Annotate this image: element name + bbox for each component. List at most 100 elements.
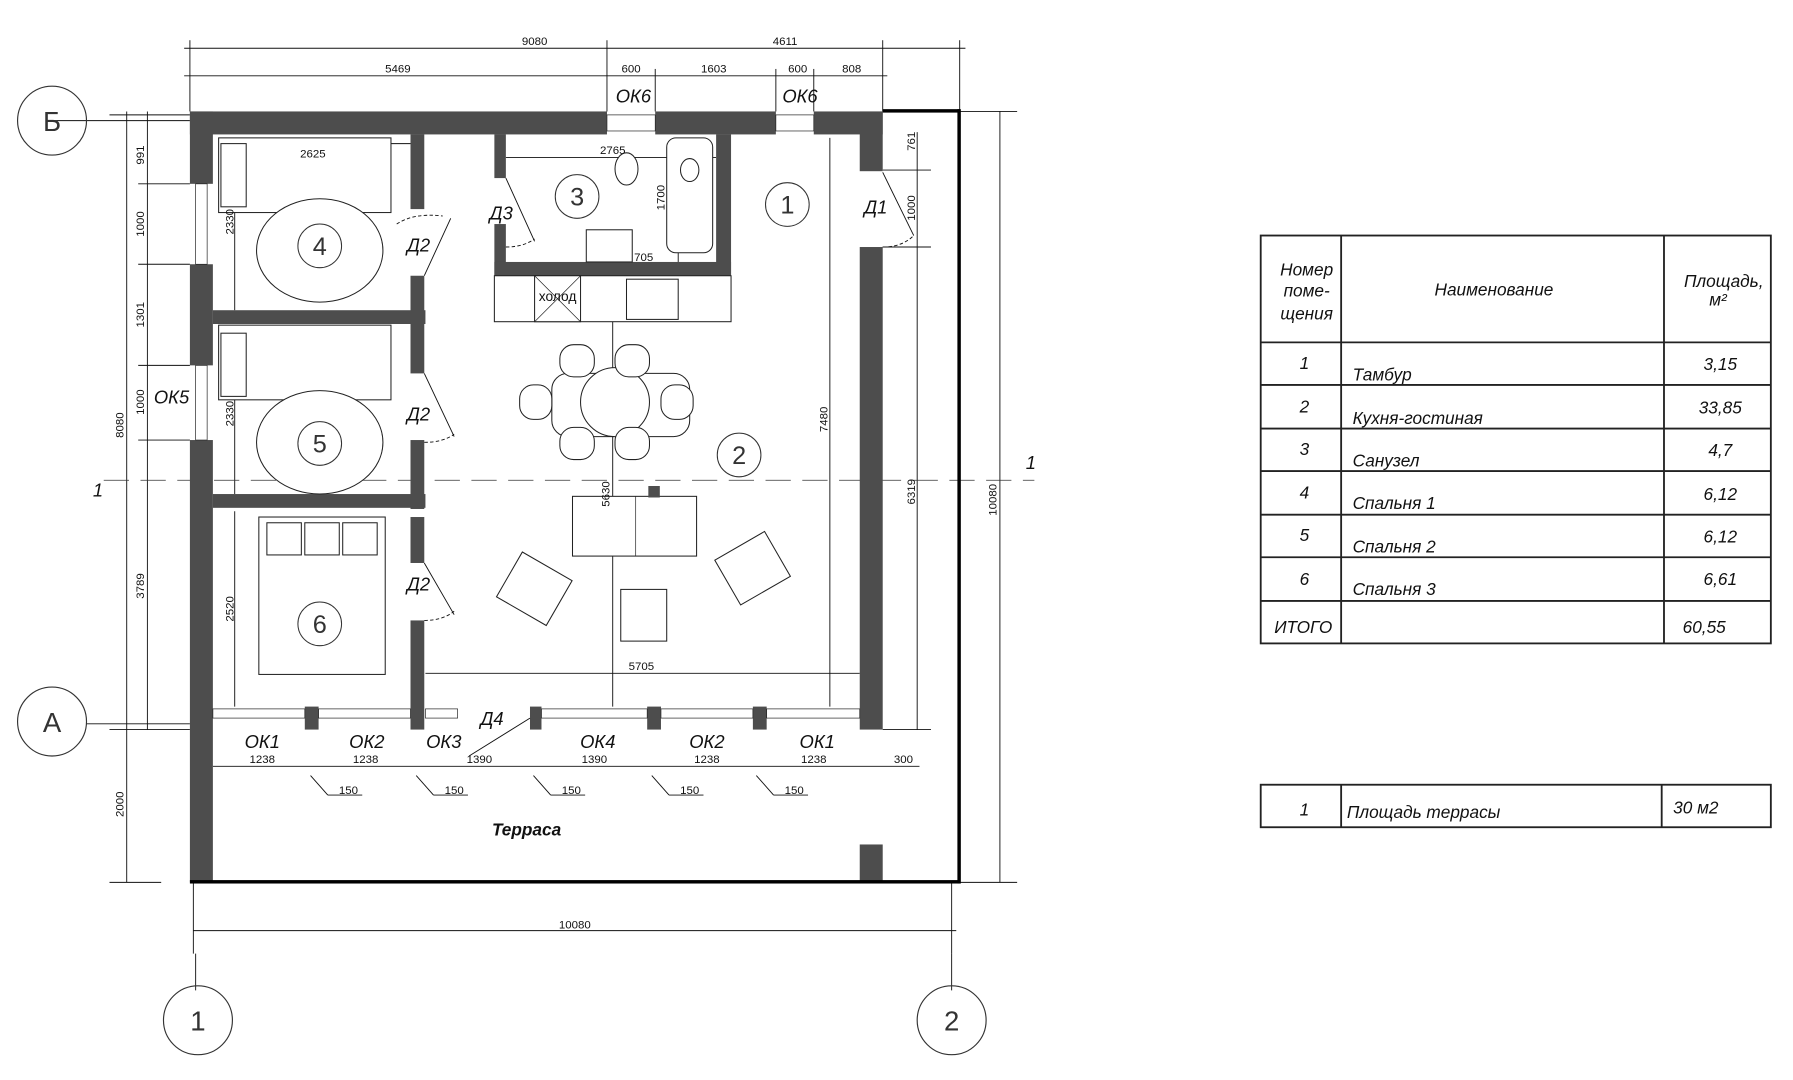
dim-label: 1238 — [801, 754, 827, 766]
door-label-d4: Д4 — [478, 708, 503, 729]
row-area: 6,61 — [1704, 569, 1738, 589]
dim-label: 6319 — [906, 479, 918, 505]
axis-a-label: А — [43, 707, 62, 738]
dim-label: 1301 — [135, 302, 147, 328]
header-num: Номер — [1280, 260, 1333, 280]
room-bubbles — [297, 174, 810, 647]
dim-label: 705 — [634, 252, 653, 264]
row-area: 6,12 — [1704, 526, 1738, 546]
dim-label: 2330 — [225, 209, 237, 235]
dim-label: 1000 — [906, 195, 918, 221]
dim-label: 150 — [785, 785, 804, 797]
dim-label: 1390 — [467, 754, 493, 766]
dim-label: 808 — [842, 63, 861, 75]
room-number-2: 2 — [732, 442, 746, 470]
dim-label: 150 — [445, 785, 464, 797]
dim-label: 300 — [894, 754, 913, 766]
header-name: Наименование — [1435, 279, 1554, 299]
dim-label: 7480 — [819, 407, 831, 433]
row-num: 6 — [1300, 569, 1310, 589]
row-name: Спальня 2 — [1353, 537, 1437, 557]
terrace-num: 1 — [1300, 800, 1310, 820]
axis-2-label: 2 — [944, 1006, 959, 1037]
row-num: 2 — [1299, 396, 1310, 416]
dim-label: 2330 — [225, 401, 237, 427]
room-number-3: 3 — [570, 184, 584, 212]
window-label-ok4: ОК4 — [580, 731, 615, 752]
room-number-5: 5 — [313, 431, 327, 459]
window-label-ok5: ОК5 — [154, 386, 190, 407]
dim-label: 1238 — [353, 754, 379, 766]
window-label-ok3: ОК3 — [426, 731, 462, 752]
dim-label: 1000 — [135, 389, 147, 415]
room-schedule-table: Номер поме- щения Наименование Площадь, … — [1259, 234, 1772, 829]
row-num: 1 — [1300, 353, 1310, 373]
header-num: щения — [1280, 303, 1332, 323]
dim-label: 10080 — [987, 484, 999, 516]
terrace-label: Терраса — [492, 819, 562, 839]
section-mark-right: 1 — [1026, 452, 1036, 473]
dim-label: 600 — [622, 63, 641, 75]
row-area: 33,85 — [1699, 398, 1743, 418]
windows-glazing — [195, 114, 861, 719]
row-name: Санузел — [1353, 450, 1420, 470]
door-label-d2: Д2 — [405, 574, 430, 595]
window-label-ok6: ОК6 — [782, 85, 818, 106]
furniture — [218, 137, 792, 675]
dim-label: 5705 — [629, 661, 655, 673]
dim-label: 5469 — [385, 63, 411, 75]
total-label: ИТОГО — [1274, 617, 1332, 637]
axis-1-label: 1 — [190, 1006, 205, 1037]
header-area: м² — [1709, 290, 1728, 310]
window-label-ok1: ОК1 — [800, 731, 835, 752]
row-name: Кухня-гостиная — [1353, 408, 1483, 428]
dim-label: 2625 — [300, 148, 326, 160]
section-mark-left: 1 — [93, 479, 103, 500]
dim-label: 5630 — [600, 481, 612, 507]
dim-label: 1238 — [694, 754, 720, 766]
dim-label: 8080 — [114, 412, 126, 438]
axis-bubbles — [16, 85, 987, 1056]
room-number-6: 6 — [313, 611, 327, 639]
dim-label: 3789 — [135, 573, 147, 599]
door-label-d1: Д1 — [862, 197, 887, 218]
door-label-d2: Д2 — [405, 235, 430, 256]
row-name: Спальня 1 — [1353, 493, 1436, 513]
row-num: 5 — [1300, 525, 1310, 545]
header-num: поме- — [1284, 280, 1330, 300]
dim-label: 600 — [788, 63, 807, 75]
dim-label: 1390 — [582, 754, 608, 766]
row-area: 4,7 — [1708, 440, 1733, 460]
dim-label: 2520 — [225, 596, 237, 622]
dim-label: 9080 — [522, 36, 548, 48]
row-num: 4 — [1300, 483, 1310, 503]
fridge-label: холод — [539, 289, 577, 304]
dim-label: 1000 — [135, 211, 147, 237]
door-label-d3: Д3 — [488, 202, 514, 223]
window-label-ok6: ОК6 — [616, 85, 652, 106]
dim-label: 150 — [680, 785, 699, 797]
terrace-name: Площадь террасы — [1347, 802, 1501, 822]
dim-label: 2000 — [114, 791, 126, 817]
dim-label: 761 — [906, 132, 918, 151]
room-number-1: 1 — [780, 192, 794, 220]
dim-label: 1238 — [250, 754, 276, 766]
dim-label: 1700 — [655, 185, 667, 211]
window-label-ok2: ОК2 — [689, 731, 724, 752]
dim-label: 150 — [562, 785, 581, 797]
doors — [396, 172, 915, 757]
room-number-4: 4 — [313, 233, 327, 261]
dim-label: 991 — [135, 146, 147, 165]
row-area: 3,15 — [1704, 354, 1738, 374]
dim-label: 4611 — [773, 36, 798, 48]
row-num: 3 — [1300, 439, 1310, 459]
total-area: 60,55 — [1683, 617, 1727, 637]
dim-label: 2765 — [600, 145, 626, 157]
dim-label: 10080 — [559, 919, 591, 931]
dim-label: 1603 — [701, 63, 727, 75]
row-name: Спальня 3 — [1353, 579, 1437, 599]
window-label-ok1: ОК1 — [245, 731, 280, 752]
row-name: Тамбур — [1353, 364, 1412, 384]
door-label-d2: Д2 — [405, 404, 430, 425]
